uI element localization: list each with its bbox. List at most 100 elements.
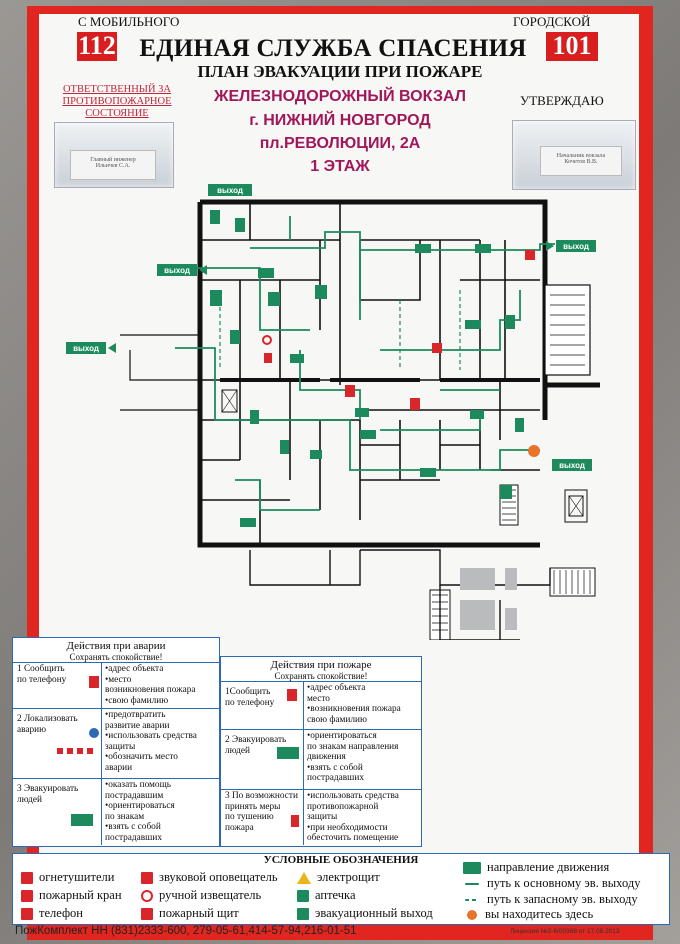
accident-step-1: 1 Сообщить по телефону xyxy=(17,664,66,685)
floor-plan: выход выход выход выход выход xyxy=(66,184,600,640)
legend-label: пожарный кран xyxy=(39,888,122,902)
svg-text:выход: выход xyxy=(217,186,243,195)
exit-sign-right-2: выход xyxy=(552,459,592,471)
column-divider xyxy=(303,681,304,845)
cell-text: •ориентироваться xyxy=(105,801,175,812)
cell-text: защиты xyxy=(105,741,136,752)
fire-board-icon xyxy=(141,907,153,920)
cell-text: людей xyxy=(225,745,250,756)
stairs-right xyxy=(544,284,591,376)
row-divider xyxy=(13,778,219,779)
exit-sign-right-1: выход xyxy=(556,240,596,252)
card-text: Начальник вокзала xyxy=(556,153,606,159)
legend-label: телефон xyxy=(39,906,83,920)
cell-text: •взять с собой xyxy=(105,822,161,833)
cell-text: по знакам направления xyxy=(307,741,399,752)
cell-text: •ориентироваться xyxy=(307,731,377,741)
place-line-2: г. НИЖНИЙ НОВГОРОД xyxy=(249,112,431,129)
card-text: Кочетов В.В. xyxy=(564,159,598,165)
right-signature-card: Начальник вокзала Кочетов В.В. xyxy=(540,146,622,176)
exit-arrows xyxy=(108,241,554,353)
main-route-lines xyxy=(160,216,555,511)
legend-label: вы находитесь здесь xyxy=(485,907,594,921)
cell-text: 2 Локализовать xyxy=(17,714,78,724)
annex-blocks xyxy=(460,568,517,630)
elevator-boxes xyxy=(221,389,588,523)
electric-hazard-icon xyxy=(297,871,311,884)
cell-text: место xyxy=(307,693,330,704)
cell-text: возникновения пожара xyxy=(105,685,196,696)
cell-text: людей xyxy=(17,794,42,805)
legend-label: ручной извещатель xyxy=(159,888,262,902)
accident-step-3-details: •оказать помощь пострадавшим •ориентиров… xyxy=(105,780,175,844)
exit-sign-left-2: выход xyxy=(66,342,106,354)
accident-title: Действия при аварии xyxy=(66,640,166,652)
cell-text: 2 Эвакуировать xyxy=(225,735,287,745)
cell-text: •место xyxy=(105,674,132,685)
svg-text:выход: выход xyxy=(559,461,585,470)
legend-item: пожарный кран xyxy=(21,888,122,903)
direction-sign-icon xyxy=(463,861,481,874)
accident-subtitle: Сохранять спокойствие! xyxy=(69,652,163,662)
legend-item: электрощит xyxy=(297,870,380,885)
exit-sign-left-1: выход xyxy=(157,264,197,276)
cell-text: •при необходимости xyxy=(307,822,388,833)
cell-text: движения xyxy=(307,752,346,763)
cell-text: пострадавшим xyxy=(105,790,164,801)
cell-text: •оказать помощь xyxy=(105,780,171,790)
you-are-here-icon xyxy=(467,909,477,920)
cell-text: •свою фамилию xyxy=(105,695,169,706)
accident-step-2-details: •предотвратить развитие аварии •использо… xyxy=(105,710,197,774)
cell-text: аварии xyxy=(105,762,133,773)
fire-step-3-details: •использовать средства противопожарной з… xyxy=(307,791,399,844)
cell-text: по телефону xyxy=(17,674,67,685)
main-route-line-icon xyxy=(465,882,479,885)
legend-title: УСЛОВНЫЕ ОБОЗНАЧЕНИЯ xyxy=(263,854,419,866)
first-aid-icon xyxy=(297,889,309,902)
phone-icon xyxy=(21,907,33,920)
legend-item: ручной извещатель xyxy=(141,888,261,903)
page-title: ЕДИНАЯ СЛУЖБА СПАСЕНИЯ xyxy=(139,35,527,62)
legend-item: путь к основному эв. выходу xyxy=(463,876,640,891)
cell-text: противопожарной xyxy=(307,801,379,812)
responsible-line: ОТВЕТСТВЕННЫЙ ЗА xyxy=(62,84,172,95)
row-divider xyxy=(221,729,421,730)
emergency-exit-icon xyxy=(277,747,299,759)
cell-text: •предотвратить xyxy=(105,710,166,720)
legend-label: электрощит xyxy=(317,870,380,884)
fire-subtitle: Сохранять спокойствие! xyxy=(274,671,368,681)
cell-text: 1 Сообщить xyxy=(17,664,65,674)
city-label: ГОРОДСКОЙ xyxy=(513,14,591,29)
legend-item: вы находитесь здесь xyxy=(463,907,593,922)
cell-text: принять меры xyxy=(225,801,281,812)
cell-text: пострадавших xyxy=(105,832,162,843)
red-markers xyxy=(262,250,535,410)
legend-panel: УСЛОВНЫЕ ОБОЗНАЧЕНИЯ огнетушители пожарн… xyxy=(12,853,670,925)
you-are-here-marker xyxy=(528,445,540,457)
cell-text: •использовать средства xyxy=(105,731,197,742)
extinguisher-icon xyxy=(291,815,299,827)
spare-route-lines xyxy=(219,290,461,370)
responsible-line: ПРОТИВОПОЖАРНОЕ xyxy=(62,96,172,107)
barrier-tape-icon xyxy=(57,748,97,754)
cell-text: защиты xyxy=(307,812,338,823)
fire-step-2: 2 Эвакуировать людей xyxy=(225,735,286,756)
accident-actions-panel: Действия при аварии Сохранять спокойстви… xyxy=(12,637,220,847)
legend-item: направление движения xyxy=(463,860,609,875)
row-divider xyxy=(13,708,219,709)
place-line-4: 1 ЭТАЖ xyxy=(310,158,370,175)
fire-step-1: 1Сообщить по телефону xyxy=(225,687,274,708)
footer-contacts: ПожКомплект НН (831)2333-600, 279-05-61,… xyxy=(15,925,357,937)
fire-step-2-details: •ориентироваться по знакам направления д… xyxy=(307,731,398,784)
accident-step-3: 3 Эвакуировать людей xyxy=(17,784,78,805)
fire-title: Действия при пожаре xyxy=(270,659,372,671)
footer-license: Лицензия №3-6/00368 от 17.08.2013 xyxy=(510,928,620,935)
mobile-number: 112 xyxy=(77,31,117,61)
column-divider xyxy=(101,662,102,845)
svg-text:выход: выход xyxy=(73,344,99,353)
left-signature-card: Главный инженер Ильичев С.А. xyxy=(70,150,156,180)
cell-text: обесточить помещение xyxy=(307,833,399,844)
phone-icon xyxy=(287,689,297,701)
legend-label: аптечка xyxy=(315,888,356,902)
legend-item: аптечка xyxy=(297,888,356,903)
